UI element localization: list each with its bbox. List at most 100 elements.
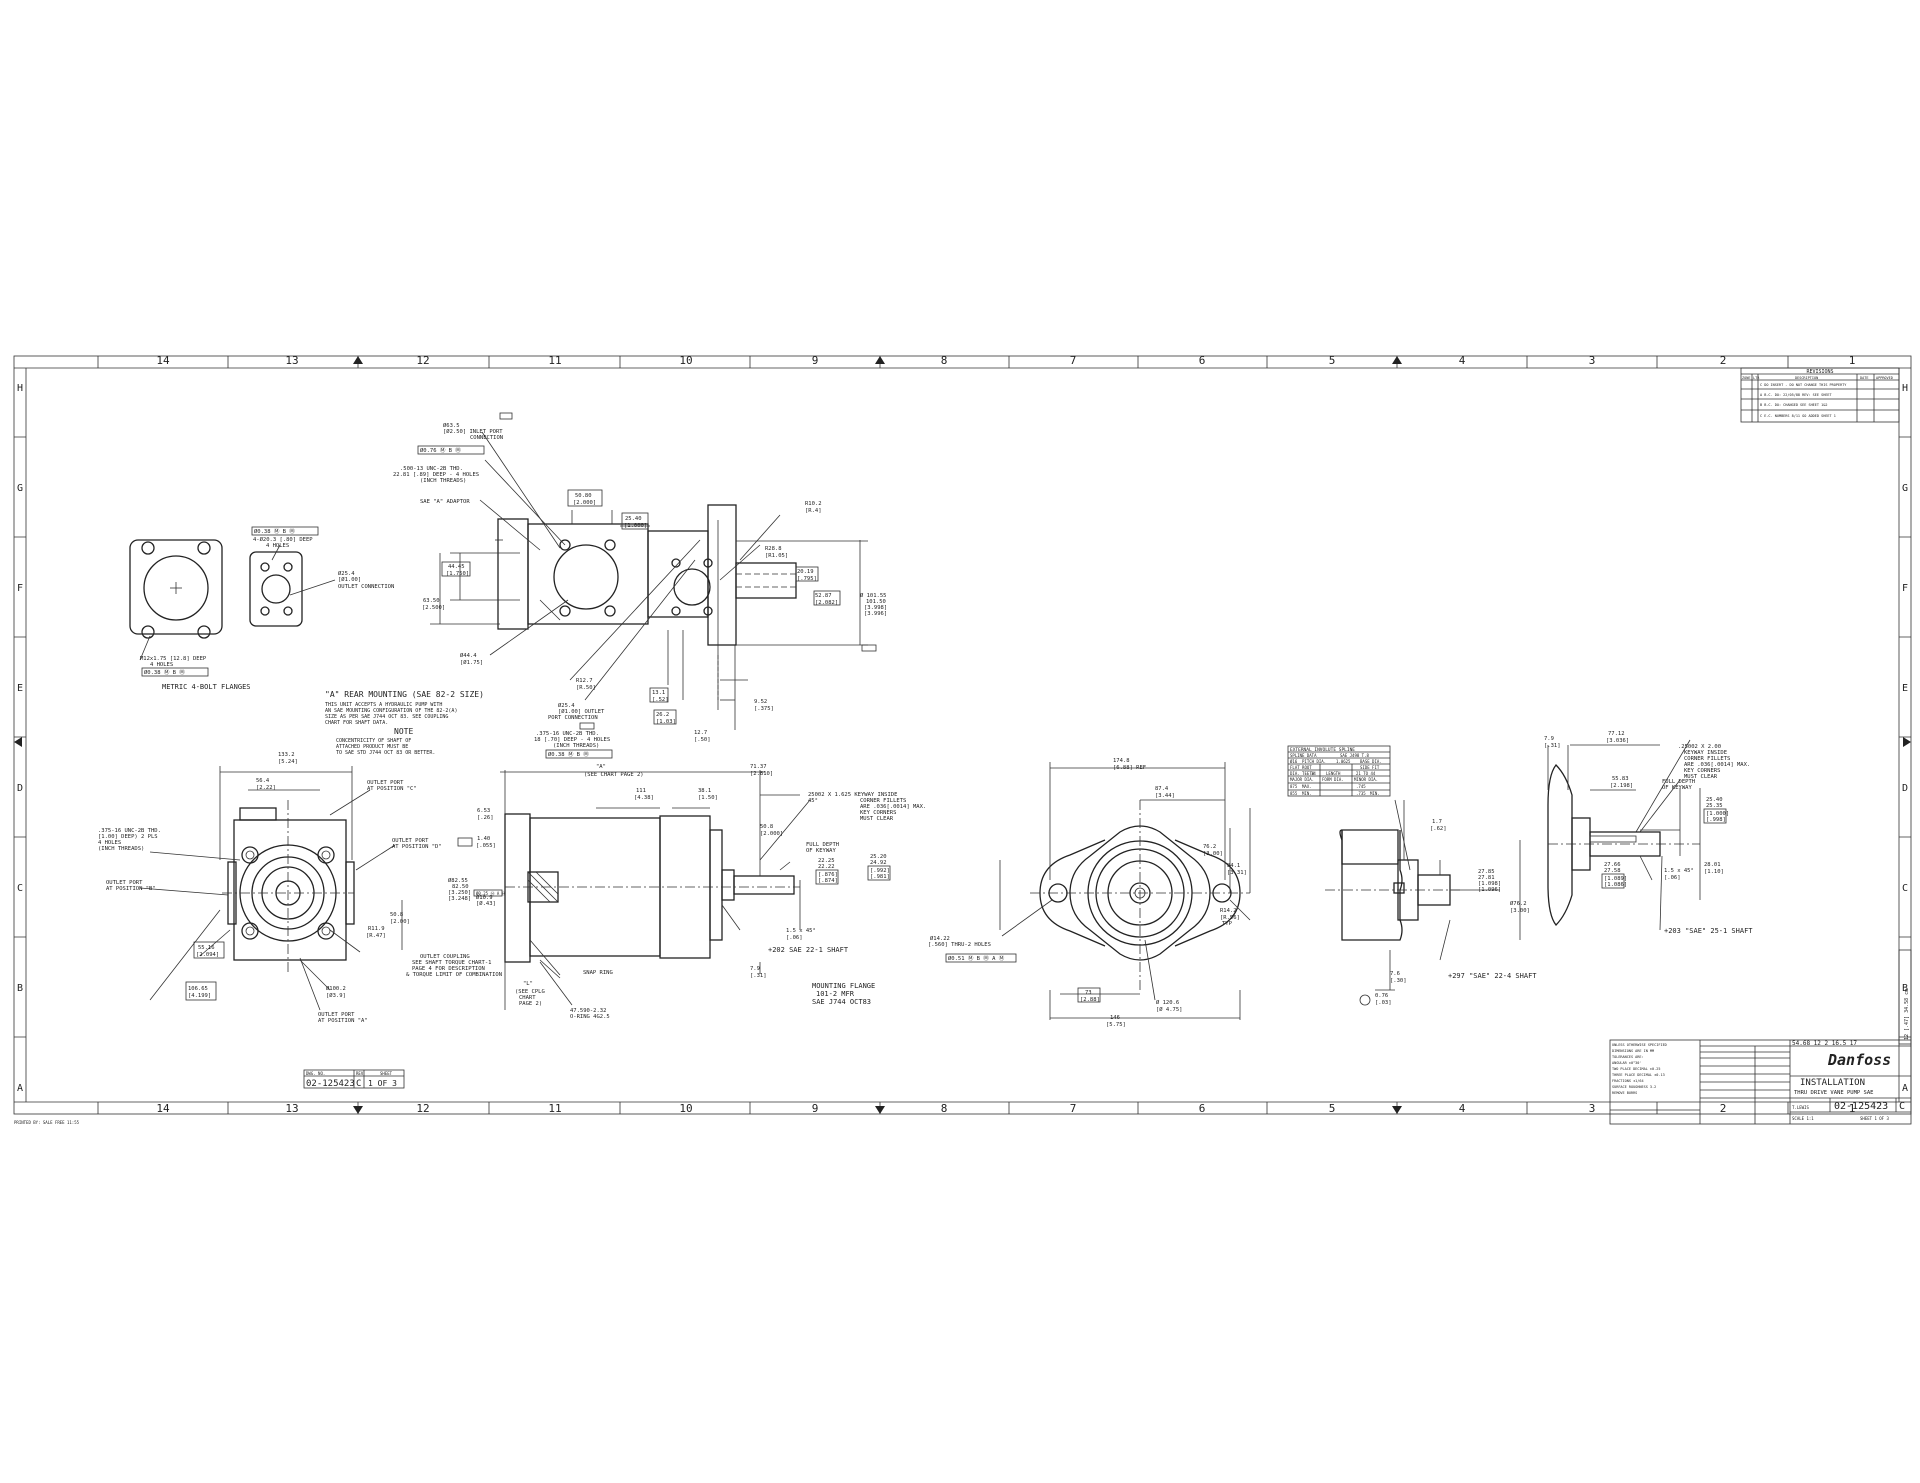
rev-row: C DO INSERT - DO NOT CHANGE THIS PROPERT… xyxy=(1760,383,1847,387)
small-sheet: 1 OF 3 xyxy=(368,1079,397,1088)
flange-label: SAE J744 OCT83 xyxy=(812,998,871,1006)
zone-label: 7 xyxy=(1070,354,1077,367)
tolerance-frame: Ø0.38 Ⓜ B Ⓜ xyxy=(548,750,589,758)
zone-label: 8 xyxy=(941,1102,948,1115)
rev-row: C E.C. NUMBERS 8/11 GO ADDED SHEET 1 xyxy=(1760,414,1836,418)
dim-text: [.876] xyxy=(818,872,838,878)
small-rev-label: REV xyxy=(356,1071,364,1076)
drawing-number: 02-125423 xyxy=(1834,1101,1888,1112)
table-cell: .745 xyxy=(1356,784,1366,789)
zone-label: 11 xyxy=(548,1102,561,1115)
dim-text: [R.56] xyxy=(1220,915,1240,921)
dim-text: OUTLET COUPLING xyxy=(420,954,470,960)
dim-text: OUTLET PORT xyxy=(106,880,143,886)
dim-text: [.992] xyxy=(870,868,890,874)
bottom-zone-labels: 14 13 12 11 10 9 8 7 6 5 4 3 2 1 xyxy=(156,1102,1855,1115)
dim-text: [Ø1.00] xyxy=(338,576,361,583)
keyed-shaft-view xyxy=(1547,739,1701,931)
dim-text: .500-13 UNC-2B THD. xyxy=(400,466,463,472)
table-cell: 1.0625 xyxy=(1336,759,1351,764)
zone-label: 11 xyxy=(548,354,561,367)
side-strip: 12 [.47] 34.58 cm xyxy=(1898,949,1912,1045)
metric-flanges-labels: Ø0.38 Ⓜ B Ⓜ 4-Ø20.3 [.80] DEEP 4 HOLES Ø… xyxy=(140,527,394,691)
sheet-border xyxy=(13,355,1912,1115)
dim-text: AT POSITION "D" xyxy=(392,844,442,850)
dim-text: [.375] xyxy=(754,706,774,712)
dim-text: 26.2 xyxy=(656,712,669,718)
dim-text: [.31] xyxy=(750,973,767,979)
dim-text: [4.199] xyxy=(188,993,211,999)
dim-text: [.50] xyxy=(694,737,711,743)
zone-label: 13 xyxy=(285,1102,298,1115)
flange-label: MOUNTING FLANGE xyxy=(812,982,875,990)
view-title: METRIC 4-BOLT FLANGES xyxy=(162,683,251,691)
tolerance-frame: Ø0.25 Ⓜ A Ⓜ xyxy=(476,890,506,896)
dim-text: [.795] xyxy=(797,576,817,582)
drawn-by: T.LEWIS xyxy=(1792,1105,1809,1110)
tb-note: FRACTIONS ±1/64 xyxy=(1612,1079,1644,1083)
dim-text: SEE SHAFT TORQUE CHART-1 xyxy=(412,960,491,966)
dim-text: [1.03] xyxy=(656,719,676,725)
end-view-labels: 174.8 [6.88] REF 87.4 [3.44] 76.2 [3.00]… xyxy=(928,758,1247,1028)
zone-letter: D xyxy=(1902,783,1908,794)
dim-text: 101.50 xyxy=(866,599,886,605)
tolerance-frame: Ø0.38 Ⓜ B Ⓜ xyxy=(254,527,295,535)
table-cell: DIA. TEETH xyxy=(1290,771,1315,776)
dim-text: [.62] xyxy=(1430,826,1447,832)
shaft-label: +202 SAE 22-1 SHAFT xyxy=(768,946,849,954)
dim-text: 55.83 xyxy=(1612,776,1629,782)
dim-text: [.52] xyxy=(652,697,669,703)
zone-label: 5 xyxy=(1329,1102,1336,1115)
note-line: AN SAE MOUNTING CONFIGURATION OF THE 82-… xyxy=(325,708,457,714)
zone-label: 12 xyxy=(416,354,429,367)
dim-text: & TORQUE LIMIT OF COMBINATION xyxy=(406,972,502,978)
table-cell: 855 xyxy=(1290,791,1298,796)
dim-text: 22.25 xyxy=(818,858,835,864)
note-heading: "A" REAR MOUNTING (SAE 82-2 SIZE) xyxy=(325,690,484,699)
dim-text: FULL DEPTH xyxy=(1662,779,1695,785)
dim-text: 12.7 xyxy=(694,730,707,736)
dim-text: 25002 X 1.625 KEYWAY INSIDE xyxy=(808,792,897,798)
tolerance-frame: Ø0.38 Ⓜ B Ⓜ xyxy=(144,668,185,676)
brand-logo: Danfoss xyxy=(1827,1051,1891,1069)
dim-text: [.26] xyxy=(477,815,494,821)
dim-text: "A" xyxy=(596,764,606,770)
small-dwg-number: 02-125423 xyxy=(306,1079,355,1089)
pump-side-view xyxy=(473,770,811,1010)
zone-letter: F xyxy=(1902,583,1908,594)
zone-letter: G xyxy=(17,483,23,494)
dim-text: 18 [.70] DEEP - 4 HOLES xyxy=(534,737,610,743)
note-line: TO SAE STD J744 OCT 83 OR BETTER. xyxy=(336,750,435,756)
dim-text: [2.000] xyxy=(573,500,596,506)
dim-text: [2.094] xyxy=(196,952,219,958)
flange-label: 101-2 MFR xyxy=(816,990,855,998)
drawing-rev: C xyxy=(1899,1101,1905,1112)
dim-text: 7.6 xyxy=(1390,971,1400,977)
zone-label: 4 xyxy=(1459,354,1466,367)
tb-note: DIMENSIONS ARE IN MM xyxy=(1612,1049,1654,1053)
dim-text: 45° xyxy=(808,798,818,804)
dim-text: [.06] xyxy=(1664,875,1681,881)
pump-top-view-labels: Ø63.5 [Ø2.50] INLET PORT CONNECTION Ø0.7… xyxy=(393,422,887,759)
note-title: NOTE xyxy=(394,727,413,736)
dim-text: [3.998] xyxy=(864,605,887,611)
dim-text: KEY CORNERS xyxy=(1684,768,1720,774)
dim-text: [1.000] xyxy=(1706,811,1729,817)
note-line: CONCENTRICITY OF SHAFT OF xyxy=(336,738,411,744)
note-line: SIZE AS PER SAE J744 OCT 83. SEE COUPLIN… xyxy=(325,714,448,720)
table-cell: FORM DIA. xyxy=(1322,777,1344,782)
dim-text: 71.37 xyxy=(750,764,767,770)
dim-text: [1.10] xyxy=(1704,869,1724,875)
dim-text: [2.082] xyxy=(815,600,838,606)
table-cell: SIDE FIT xyxy=(1360,765,1380,770)
zone-label: 8 xyxy=(941,354,948,367)
pump-front-view xyxy=(139,766,473,1011)
dim-text: (INCH THREADS) xyxy=(98,846,144,852)
dim-text: "L" xyxy=(523,981,533,987)
dim-text: M12x1.75 [12.8] DEEP xyxy=(140,656,207,662)
dim-text: AT POSITION "B" xyxy=(106,886,156,892)
dim-text: CONNECTION xyxy=(470,435,503,441)
sheet-number: SHEET 1 OF 3 xyxy=(1860,1116,1889,1121)
zone-label: 9 xyxy=(812,1102,819,1115)
dim-text: 28.01 xyxy=(1704,862,1721,868)
